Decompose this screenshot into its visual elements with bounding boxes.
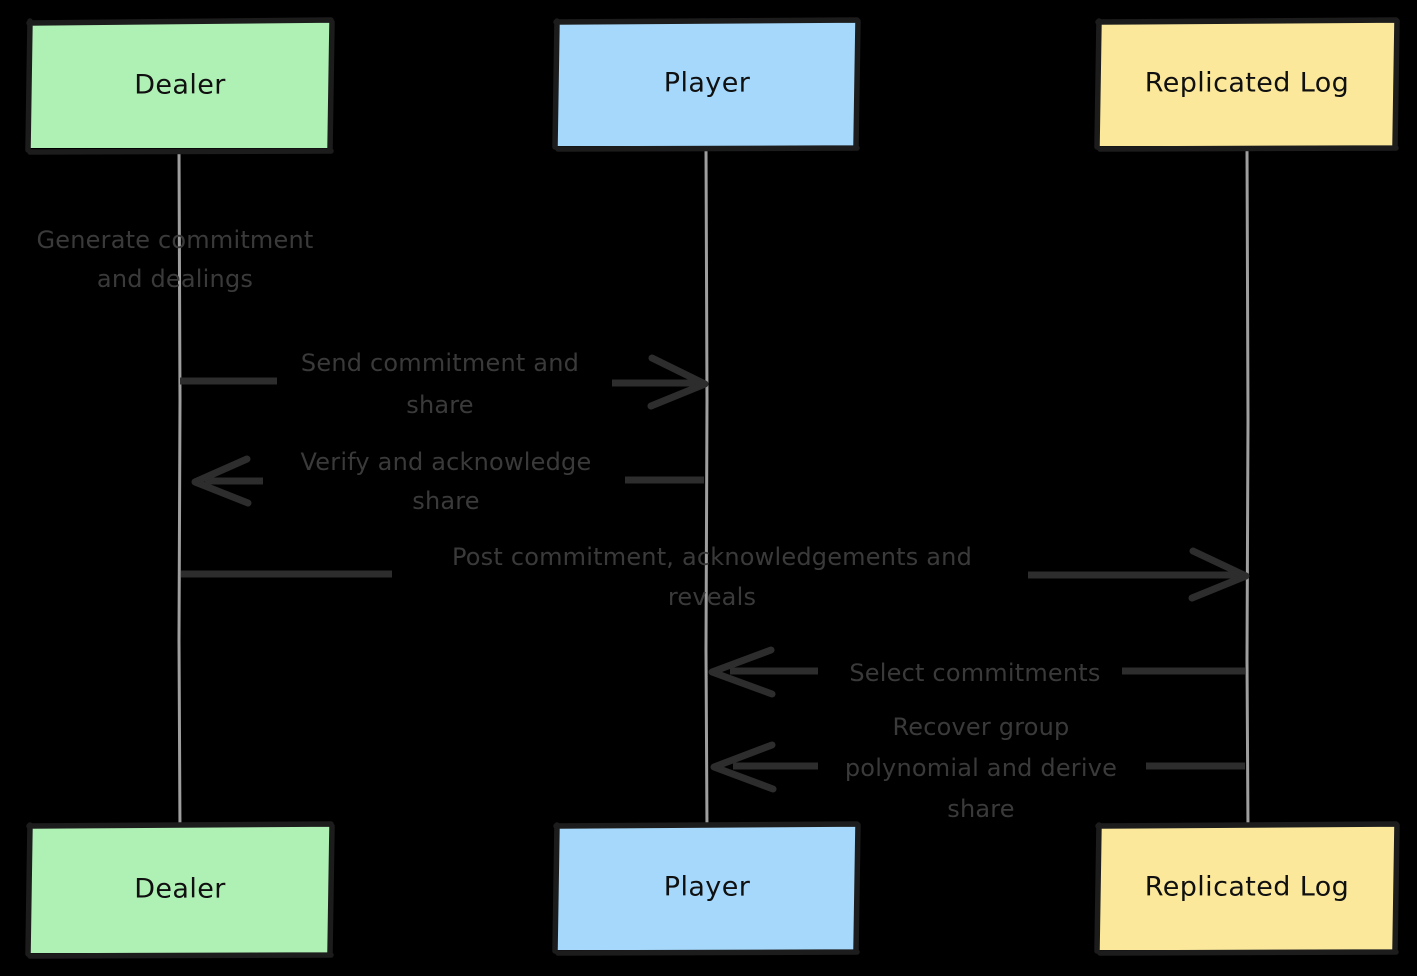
- lifeline-player: [704, 147, 709, 831]
- actor-box-replicated-log-bottom-border: [1094, 821, 1400, 956]
- actor-box-player-top[interactable]: Player: [552, 17, 861, 152]
- message-label-line-1: Send commitment and: [301, 349, 579, 377]
- actor-box-replicated-log-bottom-fill: [1099, 826, 1395, 950]
- actor-box-player-bottom-fill: [557, 826, 856, 950]
- message-label-line-3: share: [947, 795, 1015, 823]
- message-send-commitment-and-share[interactable]: Send commitment and share: [180, 349, 709, 419]
- message-label-line-1: Post commitment, acknowledgements and: [452, 543, 972, 571]
- actor-label-replicated-log-top: Replicated Log: [1145, 68, 1349, 99]
- actor-box-replicated-log-top[interactable]: Replicated Log: [1094, 17, 1400, 152]
- message-post-commitment-acknowledgements-and-reveals[interactable]: Post commitment, acknowledgements and re…: [181, 543, 1250, 611]
- lifelines-layer: [177, 147, 1250, 833]
- actor-box-dealer-bottom-fill: [30, 826, 330, 953]
- message-arrow-head-left: [708, 646, 776, 698]
- message-arrow-head-left: [710, 741, 777, 793]
- lifeline-dealer: [177, 149, 182, 833]
- message-label-line-2: polynomial and derive: [845, 754, 1117, 782]
- actor-label-player-top: Player: [664, 68, 751, 99]
- message-label-line-2: and dealings: [97, 265, 253, 293]
- actor-box-dealer-top[interactable]: Dealer: [25, 17, 335, 155]
- actor-box-dealer-bottom-border: [25, 821, 335, 959]
- message-label-line-2: share: [412, 487, 480, 515]
- message-generate-commitment-and-dealings[interactable]: Generate commitment and dealings: [37, 226, 314, 293]
- message-arrow-head-right: [1188, 547, 1250, 602]
- message-arrow-head-right: [647, 354, 709, 410]
- actor-box-player-top-border: [552, 17, 861, 152]
- actor-box-player-bottom-border: [552, 821, 861, 956]
- actor-label-dealer-top: Dealer: [134, 70, 226, 101]
- actor-box-replicated-log-top-border: [1094, 17, 1400, 152]
- actor-label-dealer-bottom: Dealer: [134, 874, 226, 905]
- actor-box-player-top-fill: [557, 22, 856, 146]
- actor-label-player-bottom: Player: [664, 872, 751, 903]
- message-arrow-head-left: [191, 455, 252, 507]
- actor-box-dealer-top-fill: [30, 22, 330, 148]
- message-label-line-1: Verify and acknowledge: [301, 448, 592, 476]
- message-select-commitments[interactable]: Select commitments: [708, 646, 1245, 698]
- actor-box-replicated-log-top-fill: [1099, 22, 1395, 146]
- actor-box-dealer-top-border: [25, 17, 335, 155]
- message-label-line-2: reveals: [668, 583, 756, 611]
- message-label-line-1: Generate commitment: [37, 226, 314, 254]
- actor-box-dealer-bottom[interactable]: Dealer: [25, 821, 335, 959]
- message-label-line-1: Recover group: [892, 713, 1069, 741]
- message-verify-and-acknowledge-share[interactable]: Verify and acknowledge share: [191, 448, 704, 515]
- message-recover-group-polynomial-and-derive-share[interactable]: Recover group polynomial and derive shar…: [710, 713, 1245, 823]
- lifeline-replicated-log: [1245, 147, 1250, 831]
- actor-box-player-bottom[interactable]: Player: [552, 821, 861, 956]
- actor-box-replicated-log-bottom[interactable]: Replicated Log: [1094, 821, 1400, 956]
- actor-label-replicated-log-bottom: Replicated Log: [1145, 872, 1349, 903]
- message-label-line-1: Select commitments: [849, 659, 1100, 687]
- message-label-line-2: share: [406, 391, 474, 419]
